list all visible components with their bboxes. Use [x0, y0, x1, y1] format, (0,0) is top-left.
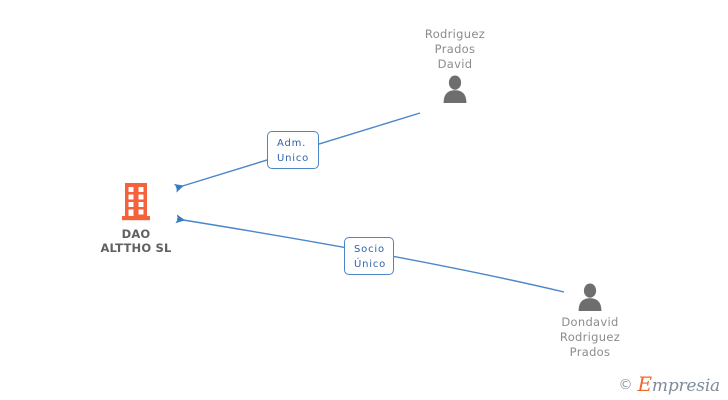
- edge-label-adm-unico[interactable]: Adm. Unico: [267, 131, 319, 169]
- brand-name: Empresia: [638, 374, 721, 395]
- brand-initial: E: [637, 372, 653, 396]
- company-name-label: DAO ALTTHO SL: [100, 227, 172, 255]
- person-name-label: Dondavid Rodriguez Prados: [559, 315, 621, 359]
- person-node-top[interactable]: Rodriguez Prados David: [390, 27, 520, 103]
- edge-label-socio-unico[interactable]: Socio Único: [344, 237, 394, 275]
- person-node-bottom[interactable]: Dondavid Rodriguez Prados: [525, 283, 655, 360]
- person-icon: [443, 75, 467, 103]
- building-icon: [122, 183, 150, 221]
- edge-socio-unico: [175, 214, 565, 293]
- watermark-empresia: © Empresia: [619, 374, 721, 395]
- person-name-label: Rodriguez Prados David: [424, 27, 486, 71]
- person-icon: [578, 283, 602, 311]
- copyright-icon: ©: [618, 376, 633, 393]
- company-node[interactable]: DAO ALTTHO SL: [78, 182, 194, 255]
- brand-rest: mpresia: [651, 376, 720, 396]
